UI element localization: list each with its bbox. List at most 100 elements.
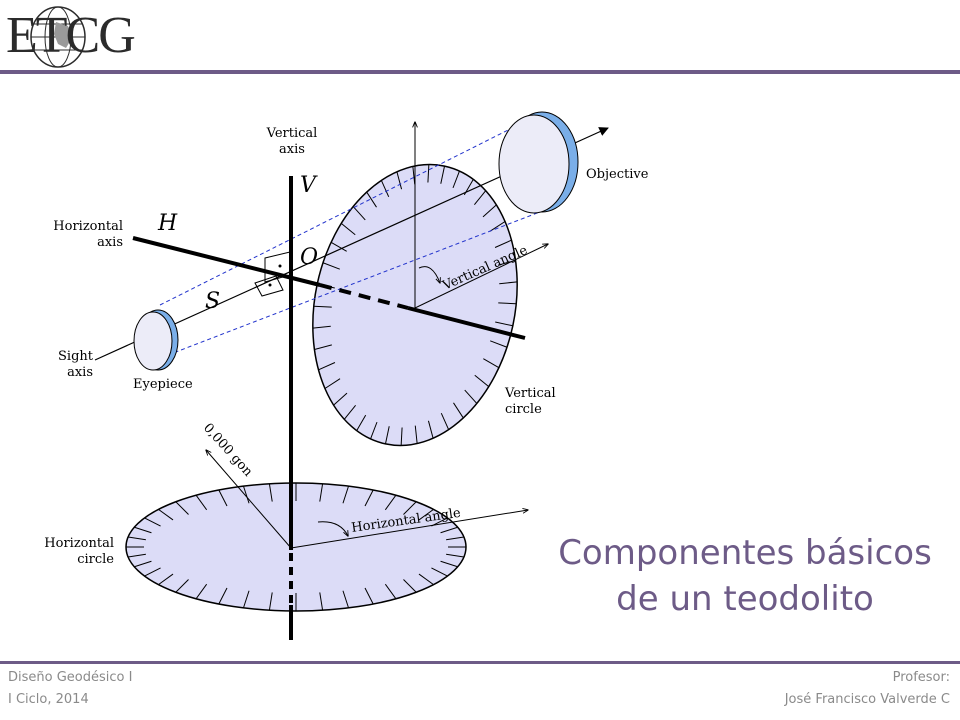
tick-mark [446,553,464,558]
zero-gon-label: 0,000 gon [200,421,256,480]
vertical-circle-label-2: circle [505,402,542,417]
tick-mark [498,302,517,305]
tick-mark [396,171,403,190]
vertical-angle-arc [418,266,440,283]
tick-mark [158,573,174,586]
tick-mark [418,573,434,586]
tick-mark [490,340,508,348]
objective-label: Objective [586,167,649,182]
slide-title-line-1: Componentes básicos [558,533,932,573]
tick-mark [483,358,500,369]
globe-icon [30,6,86,68]
right-angle-marker [264,251,291,283]
eyepiece-label: Eyepiece [133,377,193,392]
tick-mark [333,392,348,406]
footer-left: Diseño Geodésico I I Ciclo, 2014 [8,667,132,711]
tick-mark [473,190,487,205]
vertical-axis-label-2: axis [279,142,305,157]
vertical-circle-ticks [312,164,518,446]
logo-text: ETCG [6,7,136,64]
tick-mark [319,592,324,611]
footer-right: Profesor: José Francisco Valverde C [785,667,950,711]
tick-mark [340,223,356,236]
tick-mark [403,579,417,593]
horizontal-circle-label-2: circle [77,552,114,567]
slide-title: Componentes básicos de un teodolito [540,530,950,622]
tick-mark [380,180,390,198]
tick-mark [427,420,434,439]
tick-mark [175,579,189,593]
tick-mark [414,425,418,444]
symbol-o: O [300,245,318,270]
tick-mark [384,583,397,600]
term: I Ciclo, 2014 [8,692,89,707]
horizontal-circle-label-1: Horizontal [44,536,114,551]
tick-mark [218,489,228,507]
theodolite-diagram: Vertical axis V Horizontal axis H O S Si… [44,111,649,640]
tick-mark [464,389,478,404]
tick-mark [495,321,513,327]
professor-label: Profesor: [892,670,950,685]
tick-mark [440,165,446,184]
tick-mark [158,508,174,521]
tick-mark [440,526,458,534]
tick-mark [242,485,250,504]
professor-name: José Francisco Valverde C [784,692,950,707]
tick-mark [440,560,458,568]
tick-mark [403,501,417,515]
tick-mark [144,567,161,577]
tick-mark [128,553,146,558]
symbol-s: S [205,289,220,314]
tick-mark [312,325,331,329]
sight-axis-label-2: axis [67,365,93,380]
horizontal-axis-label-1: Horizontal [53,219,123,234]
tick-mark [356,414,367,431]
symbol-v: V [300,173,318,198]
horizontal-angle-ray [290,510,528,549]
tick-mark [489,221,506,232]
tick-mark [195,583,208,600]
tick-mark [343,405,357,420]
right-angle-dot [278,264,282,268]
vertical-axis-label-1: Vertical [266,126,318,141]
tick-mark [144,517,161,527]
horizontal-circle-ticks [126,483,466,611]
tick-mark [242,590,250,609]
tick-mark [268,483,273,502]
tick-mark [218,587,228,605]
vertical-circle-label-1: Vertical [504,386,556,401]
tick-mark [474,374,490,387]
tick-mark [384,494,397,511]
tick-mark [453,402,464,419]
tick-mark [324,378,341,389]
tick-mark [314,344,332,351]
tick-mark [342,590,350,609]
vertical-angle-ray [414,244,548,309]
right-angle-dot-2 [268,283,272,287]
tick-mark [313,305,332,308]
tick-mark [364,489,374,507]
tick-mark [494,239,512,248]
footer-divider [0,661,960,664]
horizontal-axis [132,236,526,340]
zero-gon-ray [206,450,292,549]
header-divider [0,70,960,74]
symbol-h: H [157,211,178,236]
tick-mark [482,204,497,218]
sight-cylinder-lines [159,119,546,356]
tick-mark [418,508,434,521]
course-name: Diseño Geodésico I [8,670,133,685]
horizontal-axis-label-2: axis [97,235,123,250]
tick-mark [318,362,336,371]
logo: ETCG [6,4,136,70]
tick-mark [400,427,403,446]
tick-mark [322,262,340,270]
tick-mark [128,536,146,541]
tick-mark [499,281,518,285]
sight-axis-label-1: Sight [58,349,94,364]
tick-mark [342,485,350,504]
tick-mark [364,587,374,605]
tick-mark [330,241,347,252]
tick-mark [384,426,390,445]
tick-mark [446,536,464,541]
